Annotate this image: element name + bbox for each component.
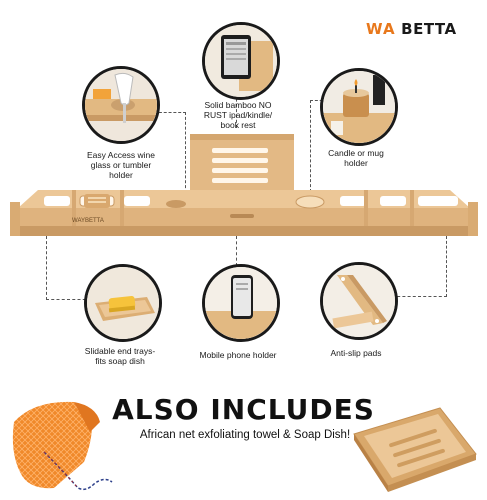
also-includes-title: ALSO INCLUDES <box>112 393 375 426</box>
candle-holder-photo <box>320 68 398 146</box>
logo-a: A <box>383 20 396 38</box>
also-includes-subtitle: African net exfoliating towel & Soap Dis… <box>139 429 351 441</box>
tray-logo: WAYBETTA <box>72 218 104 224</box>
connector-tablet <box>236 88 237 128</box>
wine-holder-label: Easy Access wine glass or tumbler holder <box>86 150 156 180</box>
brand-logo: W A BETTA <box>366 20 457 38</box>
anti-slip-photo <box>320 262 398 340</box>
soap-tray-photo <box>84 264 162 342</box>
wine-holder-photo <box>82 66 160 144</box>
connector-phone <box>236 236 237 266</box>
anti-slip-label: Anti-slip pads <box>330 348 382 358</box>
phone-holder-label: Mobile phone holder <box>199 350 277 360</box>
exfoliating-towel-image <box>12 401 113 491</box>
connector-soap <box>46 236 91 300</box>
connector-pads <box>392 236 447 297</box>
logo-w: W <box>366 20 384 38</box>
tablet-rest-label: Solid bamboo NO RUST ipad/kindle/ book r… <box>203 100 273 130</box>
soap-dish-image <box>353 407 477 492</box>
soap-tray-label: Slidable end trays-fits soap dish <box>84 346 156 366</box>
candle-holder-label: Candle or mug holder <box>328 148 384 168</box>
logo-betta: BETTA <box>401 20 457 38</box>
bath-caddy-image: WAYBETTA <box>10 134 478 236</box>
tablet-rest-photo <box>202 22 280 100</box>
phone-holder-photo <box>202 264 280 342</box>
book-rest <box>190 134 294 200</box>
